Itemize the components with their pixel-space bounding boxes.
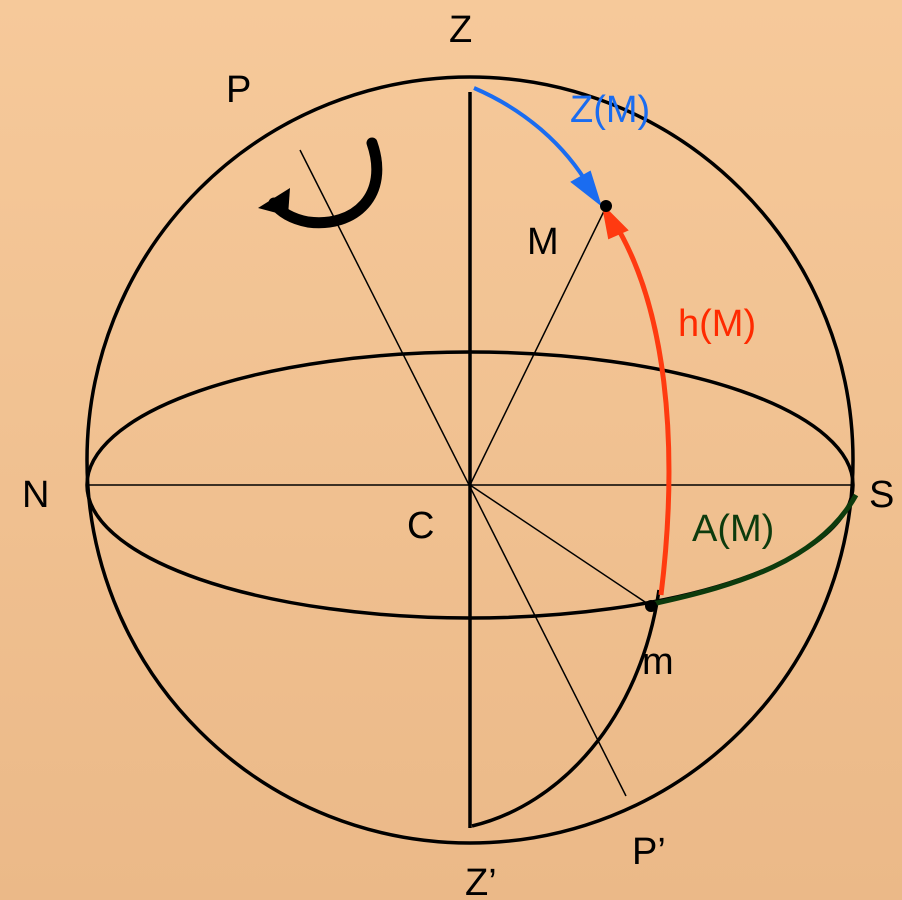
polar-axis-line — [299, 149, 627, 797]
altitude-arrowhead — [601, 203, 629, 240]
label-anti-pole: P’ — [632, 831, 666, 873]
label-azimuth: A(M) — [692, 508, 774, 550]
altitude-arc — [611, 220, 672, 596]
label-zenith: Z — [449, 9, 472, 51]
label-nadir: Z’ — [465, 862, 497, 900]
zenith-distance-arrowhead — [570, 170, 602, 207]
label-center: C — [407, 505, 434, 547]
label-projection: m — [642, 641, 674, 683]
label-pole: P — [226, 69, 251, 111]
azimuth-arc — [651, 493, 859, 607]
label-altitude: h(M) — [678, 303, 756, 345]
star-point — [600, 200, 612, 212]
vertical-circle-arc — [471, 589, 661, 828]
label-star: M — [527, 221, 559, 263]
projection-point — [645, 600, 657, 612]
center-to-star-line — [469, 206, 607, 486]
label-south: S — [869, 474, 894, 516]
zenith-distance-arc — [473, 86, 592, 190]
sphere-outline — [85, 75, 855, 845]
rotation-arrow-icon — [258, 137, 383, 229]
label-zenith-distance: Z(M) — [570, 89, 650, 131]
center-to-projection-line — [469, 484, 652, 607]
label-north: N — [22, 474, 49, 516]
